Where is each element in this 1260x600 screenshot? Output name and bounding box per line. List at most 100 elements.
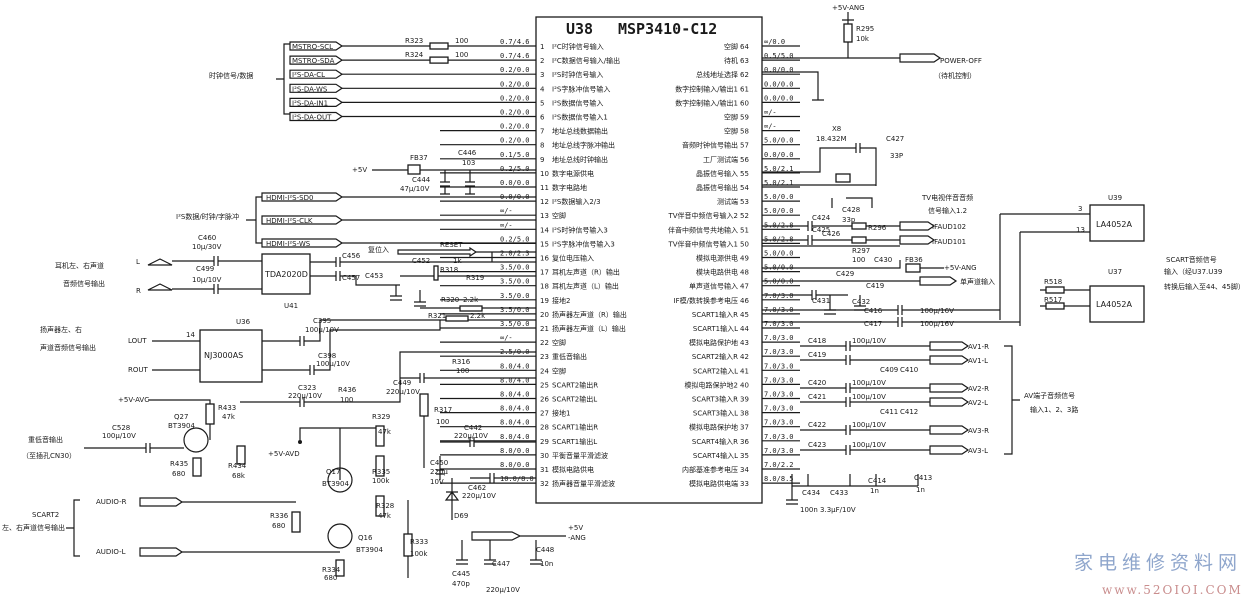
right-pin-voltage: 7.0/2.2 xyxy=(764,461,794,469)
r316-value: 100 xyxy=(456,367,469,375)
right-pin-voltage: 5.0/0.0 xyxy=(764,207,794,215)
left-pin-function: 扬声器左声道（L）输出 xyxy=(552,324,626,333)
hdmi-i2s-group: I²S数据/时钟/字脉冲 HDMI-I²S-SD0HDMI-I²S-CLKHDM… xyxy=(176,192,536,248)
av-aux-cap: C411 xyxy=(880,408,898,416)
c448-label: C448 xyxy=(536,546,554,554)
c444-label: C444 xyxy=(412,176,431,184)
right-pin-function: 数字控制输入/输出1 xyxy=(675,98,738,107)
headphone-label2: 音频信号输出 xyxy=(63,279,105,288)
right-pin-function: 伴音中频信号共地输入 xyxy=(668,225,738,234)
right-pin-function: SCART4输入R xyxy=(692,437,738,446)
left-pin-voltage: 3.5/0.0 xyxy=(500,306,530,314)
right-pin-voltage: 5.0/0.0 xyxy=(764,193,794,201)
r317-label: R317 xyxy=(434,406,452,414)
la2-label: LA4052A xyxy=(1096,300,1132,309)
r517-label: R517 xyxy=(1044,296,1062,304)
right-pin-voltage: 0.0/0.0 xyxy=(764,80,794,88)
r321-value: 2.2k xyxy=(470,312,486,320)
left-pin-voltage: 3.5/0.0 xyxy=(500,320,530,328)
left-pin-number: 29 xyxy=(540,438,549,446)
c499-label: C499 xyxy=(196,265,214,273)
la1-label: LA4052A xyxy=(1096,220,1132,229)
crystal-section: X8 18.432M C427 33P C424 C425 33p C428 xyxy=(762,125,904,234)
left-pin-function: 地址总线时钟输出 xyxy=(552,155,608,164)
subwoofer-label1: 重低音输出 xyxy=(28,435,63,444)
right-pin-voltage: 5.0/2.1 xyxy=(764,179,794,187)
r434-value: 68k xyxy=(232,472,246,480)
left-pin-voltage: 0.1/5.0 xyxy=(500,151,530,159)
av-label2: 输入1、2、3路 xyxy=(1030,405,1078,414)
left-pin-function: 接地2 xyxy=(552,296,570,305)
right-pin-number: 61 xyxy=(740,85,749,93)
msp3410-chip xyxy=(535,16,763,504)
u41-label: U41 xyxy=(284,302,298,310)
left-pin-voltage: 0.2/5.0 xyxy=(500,165,530,173)
c428-value: 33p xyxy=(842,216,856,224)
av-aux-cap: C412 xyxy=(900,408,918,416)
av-input-label: AV2-R xyxy=(968,385,989,393)
av-cap-label: C419 xyxy=(808,351,826,359)
left-pin-function: 地址总线数据输出 xyxy=(552,127,608,136)
left-pin-function: SCART2输出L xyxy=(552,395,597,404)
r329-value: 47k xyxy=(378,428,392,436)
headphone-section: 耳机左、右声道 音频信号输出 L R C460 10μ/30V C499 10μ… xyxy=(55,234,536,312)
right-pin-number: 60 xyxy=(740,99,749,107)
chip-name: MSP3410-C12 xyxy=(618,20,717,38)
resistor-label: R323 xyxy=(405,37,423,45)
q17-label: Q17 xyxy=(326,468,340,476)
left-pin-function: 数字电源供电 xyxy=(552,169,594,178)
clock-group-label: 时钟信号/数据 xyxy=(209,71,253,80)
right-pin-number: 58 xyxy=(740,128,749,136)
left-pin-number: 9 xyxy=(540,156,544,164)
reset-label: RESET xyxy=(440,241,463,249)
i2s-group-label: I²S数据/时钟/字脉冲 xyxy=(176,212,239,221)
speaker-label2: 声道音频信号输出 xyxy=(40,343,96,352)
right-pin-function: 测试端 xyxy=(717,197,738,206)
left-pin-number: 19 xyxy=(540,297,549,305)
u39-p3: 3 xyxy=(1078,205,1082,213)
c457-label: C457 xyxy=(342,274,360,282)
left-pin-voltage: 0.7/4.6 xyxy=(500,38,530,46)
left-pin-function: 复位电压输入 xyxy=(552,254,594,263)
left-pin-number: 28 xyxy=(540,424,549,432)
right-pin-number: 49 xyxy=(740,255,749,263)
av-label1: AV端子音频信号 xyxy=(1024,391,1075,400)
left-pin-function: 扬声器左声道（R）输出 xyxy=(552,310,627,319)
u39-label: U39 xyxy=(1108,194,1122,202)
right-pin-number: 41 xyxy=(740,367,749,375)
r434-label: R434 xyxy=(228,462,247,470)
speaker-section: 扬声器左、右 声道音频信号输出 LOUT ROUT 14 NJ3000AS U3… xyxy=(40,312,536,383)
c398-value: 100μ/10V xyxy=(316,360,350,368)
r295-value: 10k xyxy=(856,35,870,43)
left-pin-function: I²S数据输入2/3 xyxy=(552,197,601,206)
right-pin-voltage: ∞/- xyxy=(764,123,777,131)
left-pin-function: I²C时钟信号输入 xyxy=(552,42,604,51)
right-pin-function: 模拟电路保护地 xyxy=(689,423,738,432)
c528-value: 100μ/10V xyxy=(102,432,136,440)
c429-label: C429 xyxy=(836,270,854,278)
hdmi-label: HDMI-I²S-SD0 xyxy=(266,194,313,202)
right-pin-function: 数字控制输入/输出1 xyxy=(675,84,738,93)
left-pin-voltage: 8.0/0.0 xyxy=(500,461,530,469)
c446-value: 103 xyxy=(462,159,475,167)
left-pin-function: I²S数据信号输入1 xyxy=(552,113,608,122)
right-pin-function: 模拟电路供电端 xyxy=(689,479,738,488)
rout-label: ROUT xyxy=(128,366,148,374)
tv-if-label2: 信号输入1.2 xyxy=(928,206,967,215)
hdmi-connector: HDMI-I²S-WS xyxy=(261,238,536,248)
right-pin-function: 空脚 xyxy=(724,127,738,136)
right-pin-function: SCART3输入L xyxy=(693,409,738,418)
